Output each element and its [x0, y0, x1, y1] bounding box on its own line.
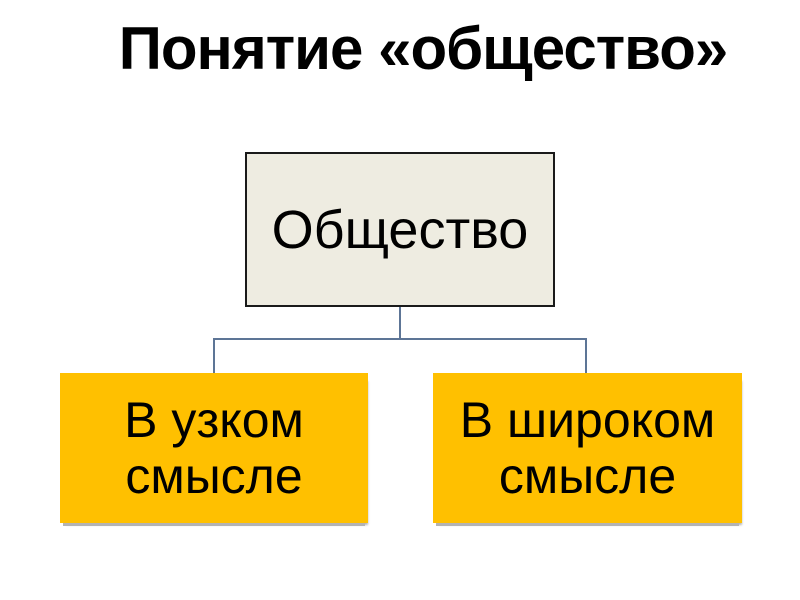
root-box-label: Общество — [271, 199, 529, 260]
connector-root-vertical — [399, 307, 401, 340]
child-box-broad-sense-label: В широком смысле — [459, 391, 716, 505]
connector-horizontal — [213, 338, 587, 340]
connector-left-vertical — [213, 338, 215, 374]
slide-title: Понятие «общество» — [118, 15, 728, 82]
connector-right-vertical — [585, 338, 587, 374]
child-box-narrow-sense-label: В узком смысле — [124, 391, 304, 505]
diagram-child-box-broad-sense: В широком смысле — [433, 373, 742, 523]
diagram-root-box: Общество — [245, 152, 555, 307]
diagram-child-box-narrow-sense: В узком смысле — [60, 373, 368, 523]
